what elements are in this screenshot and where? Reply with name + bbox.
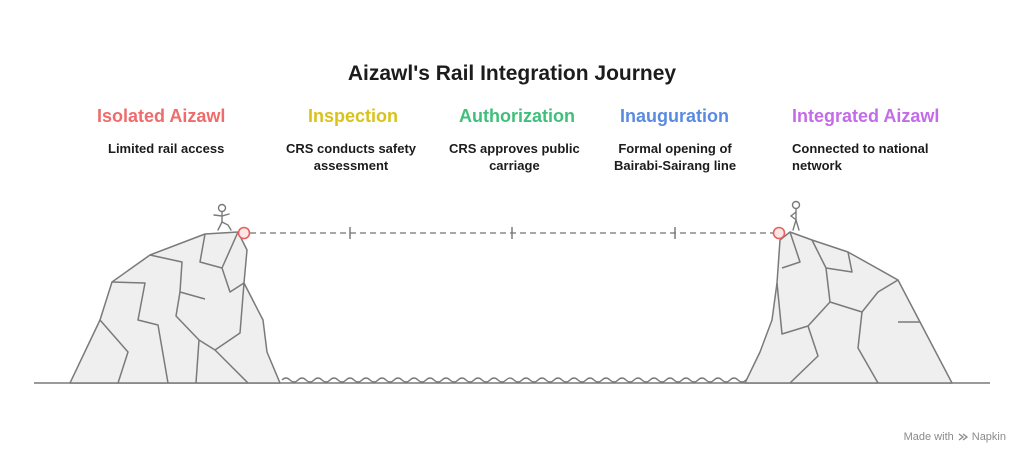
stage-desc-line: Connected to national — [792, 141, 929, 156]
footer-made-with: Made with — [903, 431, 954, 443]
stage-desc-authorization: CRS approves public carriage — [449, 140, 580, 174]
stage-desc-line: carriage — [489, 158, 540, 173]
stage-desc-line: CRS approves public — [449, 141, 580, 156]
stage-desc-isolated: Limited rail access — [108, 140, 224, 157]
stage-label-isolated: Isolated Aizawl — [97, 106, 226, 126]
stage-desc-line: CRS conducts safety — [286, 141, 417, 156]
stage-desc-inauguration: Formal opening of Bairabi-Sairang line — [614, 140, 736, 174]
left-cliff — [69, 231, 281, 384]
diagram-title: Aizawl's Rail Integration Journey — [347, 62, 677, 85]
stage-desc-inspection: CRS conducts safety assessment — [286, 140, 416, 174]
right-cliff — [744, 231, 953, 384]
stage-desc-line: network — [792, 158, 842, 173]
bridge-end-marker — [772, 226, 786, 240]
stage-label-integrated: Integrated Aizawl — [792, 106, 940, 126]
stage-label-inspection: Inspection — [308, 106, 399, 126]
person-left-icon — [213, 203, 232, 231]
stage-label-authorization: Authorization — [459, 106, 575, 126]
footer-credit: Made with Napkin — [904, 431, 1006, 443]
bridge-start-marker — [237, 226, 251, 240]
stage-desc-line: assessment — [313, 158, 389, 173]
stage-desc-integrated: Connected to national network — [792, 140, 929, 174]
stage-desc-line: Limited rail access — [108, 141, 225, 156]
stage-desc-line: Bairabi-Sairang line — [614, 158, 737, 173]
person-right-icon — [789, 200, 801, 231]
napkin-logo-icon — [958, 433, 968, 441]
stage-label-inauguration: Inauguration — [620, 106, 729, 126]
stage-desc-line: Formal opening of — [618, 141, 732, 156]
water-waves — [281, 377, 763, 383]
footer-brand: Napkin — [971, 431, 1006, 443]
